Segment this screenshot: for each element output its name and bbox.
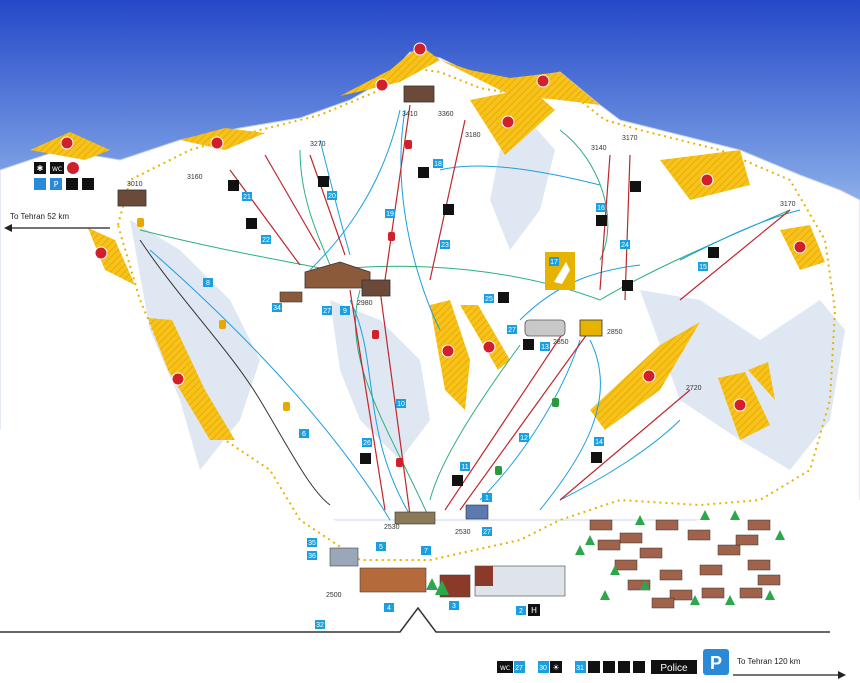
lift-number: 6 <box>302 431 306 438</box>
lift-number: 36 <box>308 553 316 560</box>
lift-number: 11 <box>461 464 468 471</box>
lift-number: 17 <box>550 259 558 266</box>
lift-number: 19 <box>386 211 394 218</box>
resort-village <box>329 547 566 598</box>
road-left-label: To Tehran 52 km <box>10 212 69 221</box>
hotel-label: H <box>531 606 537 615</box>
lift-number: 34 <box>273 305 281 312</box>
elevation-label: 3170 <box>622 135 638 142</box>
elevation-label: 3410 <box>402 111 418 118</box>
legend-wc: WC <box>500 665 510 672</box>
trees <box>426 510 785 605</box>
legend-parking: P <box>710 653 722 673</box>
elevation-label: 2530 <box>384 524 400 531</box>
lift-lines <box>229 104 791 516</box>
elevation-labels: 3410 3360 3270 3180 3160 3140 3170 3010 … <box>127 111 796 599</box>
lift-number: 32 <box>316 622 324 629</box>
lift-number: 7 <box>424 548 428 555</box>
lift-number: 4 <box>387 605 391 612</box>
elevation-label: 3170 <box>780 201 796 208</box>
snowflake-icon: ✱ <box>37 164 44 173</box>
first-aid-icon <box>67 162 79 174</box>
lift-number-markers: 21 22 20 19 18 23 16 24 15 17 8 34 27 9 … <box>203 159 708 629</box>
lift-number: 26 <box>363 440 371 447</box>
chalet-village <box>589 519 781 609</box>
lift-number: 16 <box>597 205 605 212</box>
elevation-label: 2850 <box>553 339 569 346</box>
lift-number: 1 <box>485 495 489 502</box>
lift-number: 14 <box>595 439 603 446</box>
main-road <box>0 606 830 633</box>
elevation-label: 2850 <box>607 329 623 336</box>
road-left: To Tehran 52 km <box>4 212 110 232</box>
mountain-shading <box>130 110 845 470</box>
lift-number: 10 <box>397 401 405 408</box>
lift-number: 21 <box>243 194 251 201</box>
lift-number: 18 <box>434 161 442 168</box>
lift-number: 22 <box>262 237 270 244</box>
lift-number: 35 <box>308 540 316 547</box>
road-right-label: To Tehran 120 km <box>737 657 801 666</box>
elevation-label: 2500 <box>326 592 342 599</box>
lift-number: 2 <box>519 608 523 615</box>
gondola-cabins <box>137 140 559 475</box>
elevation-label: 2720 <box>686 385 702 392</box>
lift-number: 27 <box>483 529 491 536</box>
lift-number: 3 <box>452 603 456 610</box>
legend-wc-number: 27 <box>515 665 523 672</box>
lift-number: 23 <box>441 242 449 249</box>
lift-number: 5 <box>379 544 383 551</box>
lift-number: 20 <box>328 193 336 200</box>
lift-number: 12 <box>520 435 528 442</box>
elevation-label: 3010 <box>127 181 143 188</box>
lift-number: 8 <box>206 280 210 287</box>
wc-label: WC <box>52 166 62 173</box>
sun-icon: ☀ <box>552 663 559 672</box>
lift-number: 9 <box>343 308 347 315</box>
no-entry-markers <box>60 42 807 412</box>
service-icons <box>228 167 719 486</box>
elevation-label: 2980 <box>357 300 373 307</box>
lift-number: 27 <box>323 308 331 315</box>
lift-number: 13 <box>541 344 549 351</box>
lift-stations <box>117 85 603 525</box>
info-panel: ✱ WC P <box>34 162 94 190</box>
lift-number: 25 <box>485 296 493 303</box>
legend-police: Police <box>660 663 688 674</box>
parking-label: P <box>54 180 59 189</box>
legend: WC 27 30 ☀ 31 Police P To Tehran 120 km … <box>497 604 846 679</box>
snowboarder-icon <box>554 262 570 284</box>
elevation-label: 3180 <box>465 132 481 139</box>
elevation-label: 2530 <box>455 529 471 536</box>
legend-ski-number: 31 <box>576 665 584 672</box>
lift-number: 27 <box>508 327 516 334</box>
legend-sun-number: 30 <box>539 665 547 672</box>
elevation-label: 3360 <box>438 111 454 118</box>
elevation-label: 3270 <box>310 141 326 148</box>
elevation-label: 3160 <box>187 174 203 181</box>
lift-number: 24 <box>621 242 629 249</box>
lift-number: 15 <box>699 264 707 271</box>
elevation-label: 3140 <box>591 145 607 152</box>
